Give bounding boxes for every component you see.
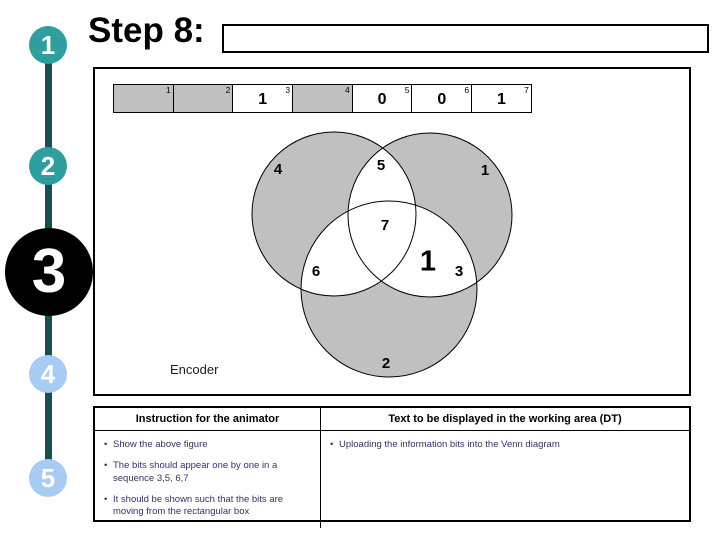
display-text-item: Uploading the information bits into the … xyxy=(330,439,681,452)
step-indicator-label: 1 xyxy=(40,30,56,60)
step-indicator-3-active[interactable]: 3 xyxy=(5,228,93,316)
step-indicator-label: 4 xyxy=(40,359,56,389)
step-indicator-1[interactable]: 1 xyxy=(29,26,67,64)
storyboard-table: Instruction for the animator Text to be … xyxy=(93,406,691,528)
instruction-item: It should be shown such that the bits ar… xyxy=(104,494,312,519)
cell-index: 7 xyxy=(524,85,529,95)
register-cell-6: 6 0 xyxy=(411,84,473,113)
diagram-panel: 1 2 3 1 4 5 0 6 0 xyxy=(93,67,691,396)
venn-region-label-5: 5 xyxy=(377,157,385,174)
cell-index: 1 xyxy=(165,85,171,95)
cell-value: 1 xyxy=(497,90,506,108)
cell-value: 0 xyxy=(437,90,447,108)
display-text-cell: Uploading the information bits into the … xyxy=(321,431,689,528)
venn-region-label-7: 7 xyxy=(381,217,389,234)
register-cell-1: 1 xyxy=(113,84,174,113)
venn-placed-bit: 1 xyxy=(420,246,436,278)
step-indicator-label: 2 xyxy=(40,151,56,181)
venn-diagram: 4 5 1 7 6 3 2 1 xyxy=(251,131,513,378)
instruction-item: The bits should appear one by one in a s… xyxy=(104,460,312,485)
table-header-display-text: Text to be displayed in the working area… xyxy=(321,408,689,431)
cell-index: 3 xyxy=(285,85,291,95)
page-title: Step 8: xyxy=(88,11,205,50)
encoder-label: Encoder xyxy=(170,362,219,377)
animator-instructions-cell: Show the above figure The bits should ap… xyxy=(95,431,321,528)
step-indicator-2[interactable]: 2 xyxy=(29,147,67,185)
table-header-animator: Instruction for the animator xyxy=(95,408,321,431)
animator-instructions-list: Show the above figure The bits should ap… xyxy=(104,439,312,519)
venn-region-label-4: 4 xyxy=(274,161,283,178)
display-text-list: Uploading the information bits into the … xyxy=(330,439,681,452)
cell-index: 6 xyxy=(464,85,470,95)
step-indicator-label: 5 xyxy=(40,463,56,493)
cell-index: 4 xyxy=(345,85,350,95)
cell-value: 0 xyxy=(377,90,387,108)
step-indicator-5[interactable]: 5 xyxy=(29,459,67,497)
venn-region-label-3: 3 xyxy=(455,263,463,280)
venn-region-label-6: 6 xyxy=(312,263,320,280)
bit-register: 1 2 3 1 4 5 0 6 0 xyxy=(113,84,532,113)
step-indicator-4[interactable]: 4 xyxy=(29,355,67,393)
register-cell-3: 3 1 xyxy=(232,84,294,113)
register-cell-2: 2 xyxy=(172,84,234,113)
register-cell-7: 7 1 xyxy=(471,84,532,113)
cell-index: 2 xyxy=(225,85,231,95)
instruction-item: Show the above figure xyxy=(104,439,312,452)
venn-region-label-1: 1 xyxy=(481,162,489,179)
venn-region-label-2: 2 xyxy=(382,355,390,372)
cell-index: 5 xyxy=(404,85,410,95)
step-indicator-label: 3 xyxy=(31,237,67,306)
cell-value: 1 xyxy=(258,90,268,108)
title-text-box[interactable] xyxy=(222,24,709,53)
